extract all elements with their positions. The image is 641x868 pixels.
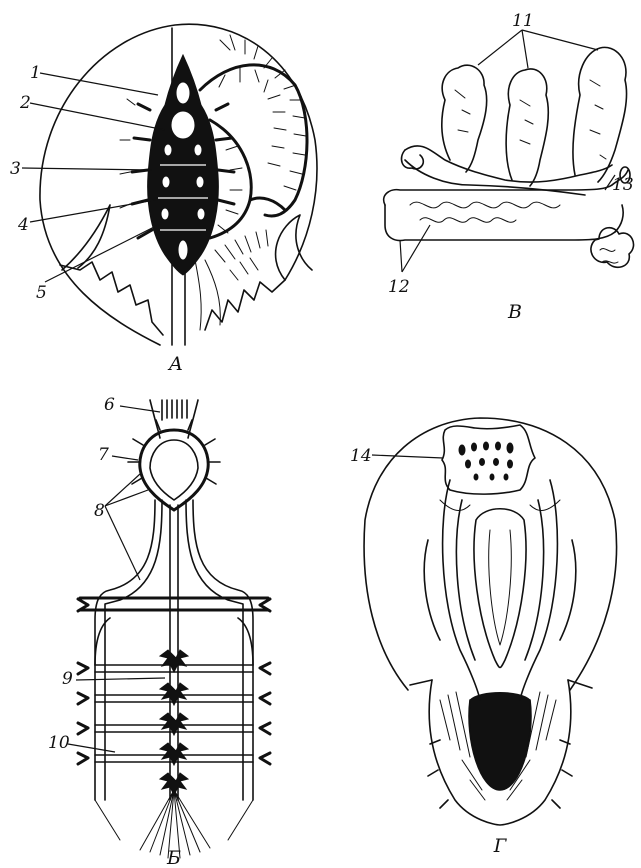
label-9: 9 xyxy=(62,669,73,689)
label-12: 12 xyxy=(388,277,410,297)
panel-a-letter: А xyxy=(167,353,183,375)
panel-g-letter: Г xyxy=(493,835,508,857)
label-10: 10 xyxy=(48,733,70,753)
label-14: 14 xyxy=(350,446,372,466)
label-1: 1 xyxy=(30,63,41,83)
label-6: 6 xyxy=(104,395,115,415)
label-8: 8 xyxy=(94,501,105,521)
label-4: 4 xyxy=(17,215,29,235)
panel-v-drawing xyxy=(384,47,634,267)
label-3: 3 xyxy=(10,159,21,179)
label-11: 11 xyxy=(512,11,534,31)
label-2: 2 xyxy=(19,93,31,113)
panel-g-drawing xyxy=(364,418,616,825)
panel-b-letter: Б xyxy=(166,847,181,868)
panel-a-drawing xyxy=(40,24,317,345)
panel-g-leaders xyxy=(372,455,443,458)
panel-v-letter: В xyxy=(507,301,522,323)
label-7: 7 xyxy=(98,445,109,465)
label-5: 5 xyxy=(36,283,47,303)
label-13: 13 xyxy=(612,175,634,195)
panel-b-drawing xyxy=(78,400,270,858)
